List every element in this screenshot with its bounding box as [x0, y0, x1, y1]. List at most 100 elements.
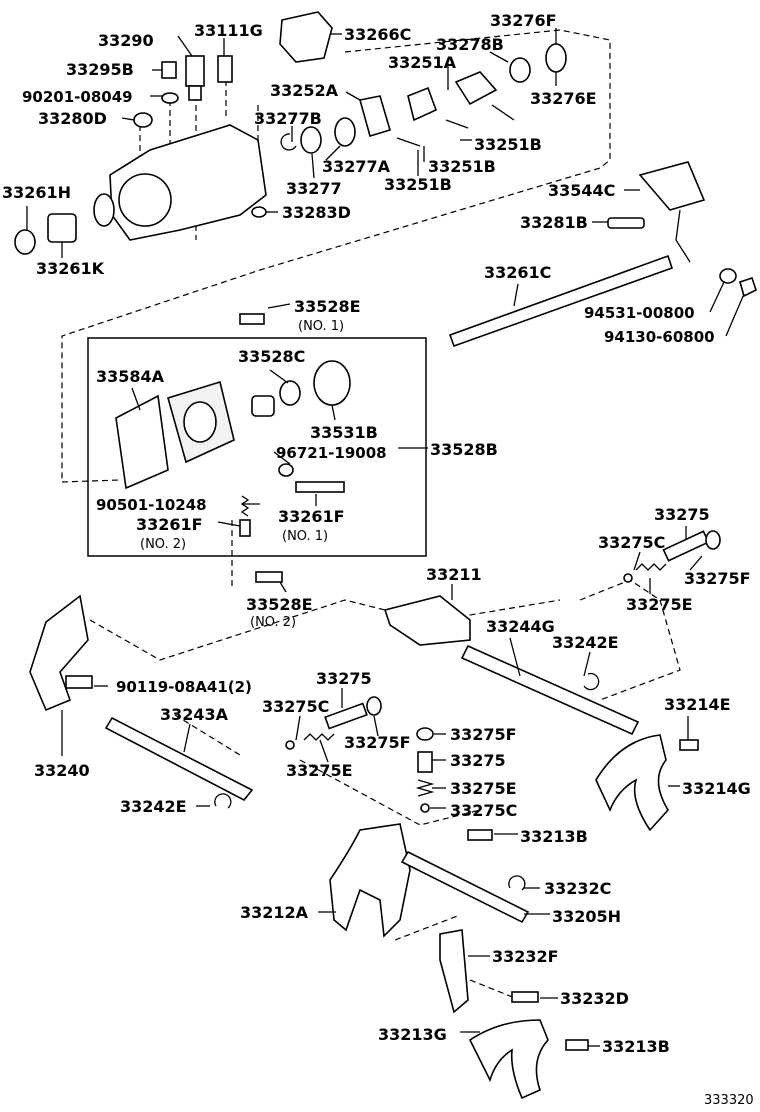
label-33213B-a: 33213B: [520, 827, 588, 846]
head-33211: [383, 595, 471, 646]
bolt-90119: [65, 675, 93, 689]
shaft-33261C: [448, 254, 674, 348]
label-33281B: 33281B: [520, 213, 588, 232]
clip-33242E-left: [214, 793, 232, 809]
label-33213G: 33213G: [378, 1025, 447, 1044]
label-33275-center: 33275: [450, 751, 506, 770]
ring-33276F: [545, 43, 567, 73]
label-33252A: 33252A: [270, 81, 339, 100]
bolt-33213B-a: [467, 829, 493, 841]
label-33242E-left: 33242E: [120, 797, 187, 816]
label-33214E: 33214E: [664, 695, 731, 714]
label-33251A: 33251A: [388, 53, 457, 72]
shaft-33205H: [400, 850, 530, 924]
label-33244G: 33244G: [486, 617, 555, 636]
label-33243A: 33243A: [160, 705, 229, 724]
bolt-33213B-b: [565, 1039, 589, 1051]
lever-33252A: [358, 95, 391, 138]
label-33290: 33290: [98, 31, 154, 50]
label-33275E-middle: 33275E: [286, 761, 353, 780]
label-33242E-right: 33242E: [552, 633, 619, 652]
lever-33232F: [439, 929, 469, 1014]
boot-33266C: [279, 11, 333, 63]
label-94531-00800: 94531-00800: [584, 304, 695, 322]
washer-90201: [161, 92, 179, 104]
label-33276E: 33276E: [530, 89, 597, 108]
label-33528C: 33528C: [238, 347, 305, 366]
label-33544C: 33544C: [548, 181, 615, 200]
label-33275E-right: 33275E: [626, 595, 693, 614]
label-33261F-right-sub: (NO. 1): [282, 529, 328, 544]
label-33295B: 33295B: [66, 60, 134, 79]
part-shapes: [14, 11, 757, 1100]
spring-90501: [240, 495, 250, 517]
label-33531B: 33531B: [310, 423, 378, 442]
plug-33261H: [14, 229, 36, 255]
bolt-33232D: [511, 991, 539, 1003]
label-33213B-b: 33213B: [602, 1037, 670, 1056]
plug-33111G: [217, 55, 233, 83]
label-33214G: 33214G: [682, 779, 751, 798]
label-90501-10248: 90501-10248: [96, 496, 207, 514]
label-33266C: 33266C: [344, 25, 411, 44]
label-33261C: 33261C: [484, 263, 551, 282]
ring-33278B: [509, 57, 531, 83]
label-33251B-a: 33251B: [474, 135, 542, 154]
label-33276F: 33276F: [490, 11, 557, 30]
label-33528E-top-sub: (NO. 1): [298, 319, 344, 334]
fork-33213G: [468, 1019, 549, 1100]
label-33232C: 33232C: [544, 879, 611, 898]
label-33528E-top: 33528E: [294, 297, 361, 316]
label-33240: 33240: [34, 761, 90, 780]
shaft-33243A: [104, 716, 254, 802]
lever-33251A: [407, 86, 438, 122]
label-33275C-center: 33275C: [450, 801, 517, 820]
label-33584A: 33584A: [96, 367, 165, 386]
bracket-33240: [29, 594, 89, 712]
label-33528E-bottom: 33528E: [246, 595, 313, 614]
label-33261H: 33261H: [2, 183, 71, 202]
clip-33277B: [280, 133, 297, 151]
bolt-33283D: [251, 206, 267, 218]
label-33275E-center: 33275E: [450, 779, 517, 798]
lever-33544C: [638, 161, 706, 211]
label-33528E-bottom-sub: (NO. 2): [250, 615, 296, 630]
label-33251B-b: 33251B: [428, 157, 496, 176]
label-33275F-center: 33275F: [450, 725, 517, 744]
part-labels: 33290 33111G 33266C 33276F 33278B 33295B…: [2, 11, 754, 1108]
label-96721-19008: 96721-19008: [276, 444, 387, 462]
label-94130-60800: 94130-60800: [604, 328, 715, 346]
label-33205H: 33205H: [552, 907, 621, 926]
diagram-reference-code: 333320: [704, 1093, 754, 1108]
label-90201-08049: 90201-08049: [22, 88, 133, 106]
label-33211: 33211: [426, 565, 482, 584]
label-33278B: 33278B: [436, 35, 504, 54]
shaft-33261F-no1: [295, 481, 345, 493]
label-33261K: 33261K: [36, 259, 105, 278]
pin-33275-middle: [324, 702, 368, 730]
label-33280D: 33280D: [38, 109, 107, 128]
washer-33277: [300, 126, 322, 154]
clip-33242E-right: [583, 672, 600, 691]
label-33277A: 33277A: [322, 157, 391, 176]
fork-33214G: [595, 734, 669, 832]
label-33275F-middle: 33275F: [344, 733, 411, 752]
label-33232D: 33232D: [560, 989, 629, 1008]
label-33275F-right: 33275F: [684, 569, 751, 588]
bolt-33528E-no2: [255, 571, 283, 583]
bushing-33528C: [251, 395, 275, 417]
label-33275C-right: 33275C: [598, 533, 665, 552]
label-33275C-middle: 33275C: [262, 697, 329, 716]
plug-33295B: [161, 61, 177, 79]
label-33277: 33277: [286, 179, 342, 198]
label-33111G: 33111G: [194, 21, 263, 40]
label-33251B-c: 33251B: [384, 175, 452, 194]
gasket-33584A: [115, 394, 169, 490]
label-90119-08A41: 90119-08A41(2): [116, 678, 252, 696]
label-33528B: 33528B: [430, 440, 498, 459]
label-33212A: 33212A: [240, 903, 309, 922]
collar-33277A: [334, 117, 356, 147]
clip-33232C: [508, 875, 526, 891]
switch-33290: [185, 55, 205, 87]
